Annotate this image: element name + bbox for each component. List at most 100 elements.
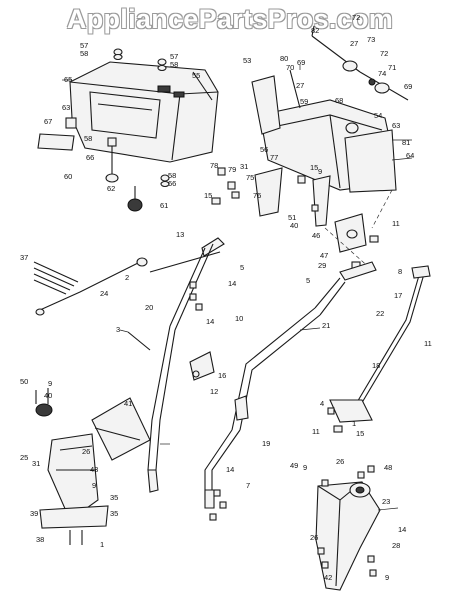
part-callout-label: 74 bbox=[378, 69, 386, 78]
part-callout-label: 65 bbox=[64, 75, 72, 84]
part-callout-label: 72 bbox=[380, 49, 388, 58]
dashboard-console bbox=[69, 61, 219, 163]
part-callout-label: 78 bbox=[210, 161, 218, 170]
part-callout-label: 64 bbox=[406, 151, 414, 160]
part-callout-label: 55 bbox=[192, 71, 200, 80]
part-callout-label: 1 bbox=[352, 419, 356, 428]
part-callout-label: 3 bbox=[116, 325, 120, 334]
part-callout-label: 46 bbox=[312, 231, 320, 240]
part-callout-label: 22 bbox=[376, 309, 384, 318]
part-callout-label: 31 bbox=[32, 459, 40, 468]
part-callout-label: 35 bbox=[110, 509, 118, 518]
part-callout-label: 58 bbox=[168, 171, 176, 180]
part-callout-label: 23 bbox=[382, 497, 390, 506]
part-callout-label: 11 bbox=[392, 219, 400, 228]
part-callout-label: 41 bbox=[124, 399, 132, 408]
part-callout-label: 14 bbox=[398, 525, 406, 534]
part-callout-label: 66 bbox=[168, 179, 176, 188]
part-callout-label: 73 bbox=[367, 35, 375, 44]
part-callout-label: 11 bbox=[424, 339, 432, 348]
part-callout-label: 63 bbox=[392, 121, 400, 130]
part-callout-label: 9 bbox=[318, 167, 322, 176]
part-callout-label: 54 bbox=[374, 111, 382, 120]
part-callout-label: 40 bbox=[290, 221, 298, 230]
part-callout-label: 26 bbox=[336, 457, 344, 466]
part-callout-label: 70 bbox=[286, 63, 294, 72]
part-callout-label: 25 bbox=[20, 453, 28, 462]
part-callout-label: 59 bbox=[300, 97, 308, 106]
part-callout-label: 5 bbox=[306, 276, 310, 285]
part-callout-label: 47 bbox=[320, 251, 328, 260]
part-callout-label: 58 bbox=[84, 134, 92, 143]
part-callout-label: 76 bbox=[253, 191, 261, 200]
part-callout-label: 15 bbox=[204, 191, 212, 200]
handle-bolts bbox=[127, 281, 227, 521]
part-callout-label: 9 bbox=[92, 481, 96, 490]
part-callout-label: 24 bbox=[100, 289, 108, 298]
part-callout-label: 79 bbox=[228, 165, 236, 174]
part-callout-label: 43 bbox=[90, 465, 98, 474]
shift-rod-linkage bbox=[311, 25, 409, 134]
part-callout-label: 4 bbox=[320, 399, 324, 408]
part-callout-label: 27 bbox=[296, 81, 304, 90]
part-callout-label: 40 bbox=[44, 391, 52, 400]
part-callout-label: 82 bbox=[311, 26, 319, 35]
part-callout-label: 26 bbox=[82, 447, 90, 456]
part-callout-label: 5 bbox=[240, 263, 244, 272]
part-callout-label: 20 bbox=[145, 303, 153, 312]
part-callout-label: 81 bbox=[402, 138, 410, 147]
part-callout-label: 66 bbox=[86, 153, 94, 162]
part-callout-label: 26 bbox=[310, 533, 318, 542]
shift-rod-right bbox=[327, 265, 431, 433]
part-callout-label: 15 bbox=[310, 163, 318, 172]
part-callout-label: 9 bbox=[48, 379, 52, 388]
auger-part bbox=[315, 465, 381, 591]
part-callout-label: 69 bbox=[404, 82, 412, 91]
part-callout-label: 49 bbox=[290, 461, 298, 470]
main-handle-frame bbox=[147, 261, 377, 509]
part-callout-label: 53 bbox=[243, 56, 251, 65]
brackets-center bbox=[254, 167, 393, 271]
part-callout-label: 18 bbox=[372, 361, 380, 370]
part-callout-label: 42 bbox=[324, 573, 332, 582]
part-callout-label: 7 bbox=[246, 481, 250, 490]
part-callout-label: 15 bbox=[356, 429, 364, 438]
part-callout-label: 27 bbox=[350, 39, 358, 48]
upper-handle bbox=[169, 237, 225, 331]
part-callout-label: 35 bbox=[110, 493, 118, 502]
part-callout-label: 16 bbox=[218, 371, 226, 380]
part-callout-label: 72 bbox=[352, 13, 360, 22]
part-callout-label: 28 bbox=[392, 541, 400, 550]
part-callout-label: 58 bbox=[170, 60, 178, 69]
part-callout-label: 12 bbox=[210, 387, 218, 396]
fasteners-right bbox=[211, 167, 379, 270]
part-callout-label: 57 bbox=[80, 41, 88, 50]
part-callout-label: 60 bbox=[64, 172, 72, 181]
part-callout-label: 57 bbox=[170, 52, 178, 61]
part-callout-label: 17 bbox=[394, 291, 402, 300]
part-callout-label: 2 bbox=[125, 273, 129, 282]
part-callout-label: 21 bbox=[322, 321, 330, 330]
part-callout-label: 48 bbox=[384, 463, 392, 472]
leader-lines bbox=[62, 65, 413, 511]
part-callout-label: 62 bbox=[107, 184, 115, 193]
part-callout-label: 14 bbox=[226, 465, 234, 474]
part-callout-label: 1 bbox=[100, 540, 104, 549]
part-callout-label: 80 bbox=[280, 54, 288, 63]
part-callout-label: 77 bbox=[270, 153, 278, 162]
small-parts-console bbox=[37, 48, 213, 212]
part-callout-label: 63 bbox=[62, 103, 70, 112]
part-callout-label: 37 bbox=[20, 253, 28, 262]
part-callout-label: 58 bbox=[80, 49, 88, 58]
control-cables bbox=[33, 251, 221, 316]
discharge-chute bbox=[35, 388, 151, 545]
part-callout-label: 67 bbox=[44, 117, 52, 126]
part-callout-label: 19 bbox=[262, 439, 270, 448]
watermark-text: AppliancePartsPros.com bbox=[66, 4, 394, 34]
part-callout-label: 39 bbox=[30, 509, 38, 518]
part-callout-label: 75 bbox=[246, 173, 254, 182]
frame-assembly bbox=[251, 69, 397, 193]
